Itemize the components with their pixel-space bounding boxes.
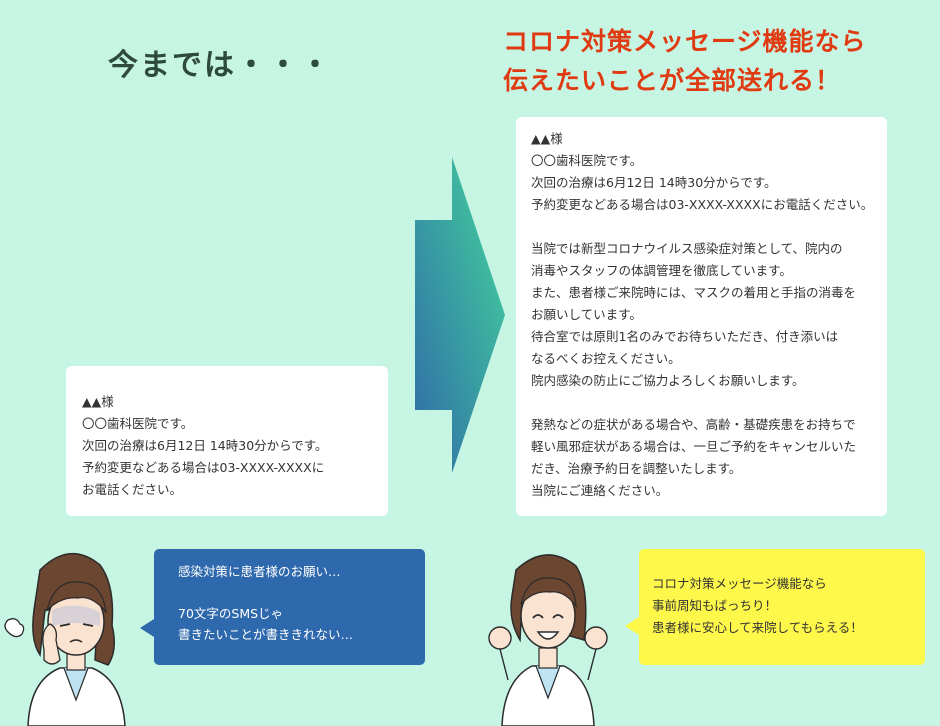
corona-line: ▲▲様 <box>531 131 563 146</box>
bubble-line: コロナ対策メッセージ機能なら <box>652 576 827 591</box>
worried-speech-bubble: 感染対策に患者様のお願い… 70文字のSMSじゃ 書きたいことが書ききれない… <box>140 549 425 665</box>
corona-line: 予約変更などある場合は03-XXXX-XXXXにお電話ください。 <box>531 197 874 212</box>
corona-line: 待合室では原則1名のみでお待ちいただき、付き添いは <box>531 329 839 344</box>
corona-line: 次回の治療は6月12日 14時30分からです。 <box>531 175 777 190</box>
corona-line: 当院では新型コロナウイルス感染症対策として、院内の <box>531 241 843 256</box>
corona-line: お願いしています。 <box>531 307 642 322</box>
sms-line: お電話ください。 <box>82 482 183 497</box>
corona-line: また、患者様ご来院時には、マスクの着用と手指の消毒を <box>531 285 857 300</box>
sms-line: ▲▲様 <box>82 394 114 409</box>
sms-line: 次回の治療は6月12日 14時30分からです。 <box>82 438 328 453</box>
sms-line: 〇〇歯科医院です。 <box>82 416 194 431</box>
bubble-line: 書きたいことが書ききれない… <box>178 627 354 642</box>
corona-line: 当院にご連絡ください。 <box>531 483 669 498</box>
corona-line: 軽い風邪症状がある場合は、一旦ご予約をキャンセルいた <box>531 439 857 454</box>
corona-line: 〇〇歯科医院です。 <box>531 153 643 168</box>
bubble-gap <box>178 582 425 603</box>
corona-line: なるべくお控えください。 <box>531 351 681 366</box>
corona-line: だき、治療予約日を調整いたします。 <box>531 461 742 476</box>
worried-woman-illustration <box>4 552 126 726</box>
corona-line: 院内感染の防止にご協力よろしくお願いします。 <box>531 373 805 388</box>
right-arrow-icon <box>415 157 505 473</box>
bubble-line: 感染対策に患者様のお願い… <box>178 564 341 579</box>
heading-after-line2: 伝えたいことが全部送れる！ <box>503 66 842 95</box>
heading-before: 今までは・・・ <box>108 48 332 83</box>
bubble-line: 患者様に安心して来院してもらえる！ <box>652 620 863 635</box>
sms-line: 予約変更などある場合は03-XXXX-XXXXに <box>82 460 325 475</box>
heading-after: コロナ対策メッセージ機能なら 伝えたいことが全部送れる！ <box>503 22 867 100</box>
corona-message-card: ▲▲様 〇〇歯科医院です。 次回の治療は6月12日 14時30分からです。 予約… <box>516 117 887 516</box>
bubble-line: 70文字のSMSじゃ <box>178 606 284 621</box>
happy-speech-bubble: コロナ対策メッセージ機能なら 事前周知もばっちり！ 患者様に安心して来院してもら… <box>625 549 925 665</box>
sms-message-card: ▲▲様 〇〇歯科医院です。 次回の治療は6月12日 14時30分からです。 予約… <box>66 366 388 516</box>
bubble-line: 事前周知もばっちり！ <box>652 598 778 613</box>
corona-line: 消毒やスタッフの体調管理を徹底しています。 <box>531 263 792 278</box>
paragraph-gap <box>531 216 887 238</box>
paragraph-gap <box>531 392 887 414</box>
heading-after-line1: コロナ対策メッセージ機能なら <box>503 27 867 56</box>
cheering-woman-illustration <box>488 554 608 726</box>
corona-line: 発熱などの症状がある場合や、高齢・基礎疾患をお持ちで <box>531 417 856 432</box>
